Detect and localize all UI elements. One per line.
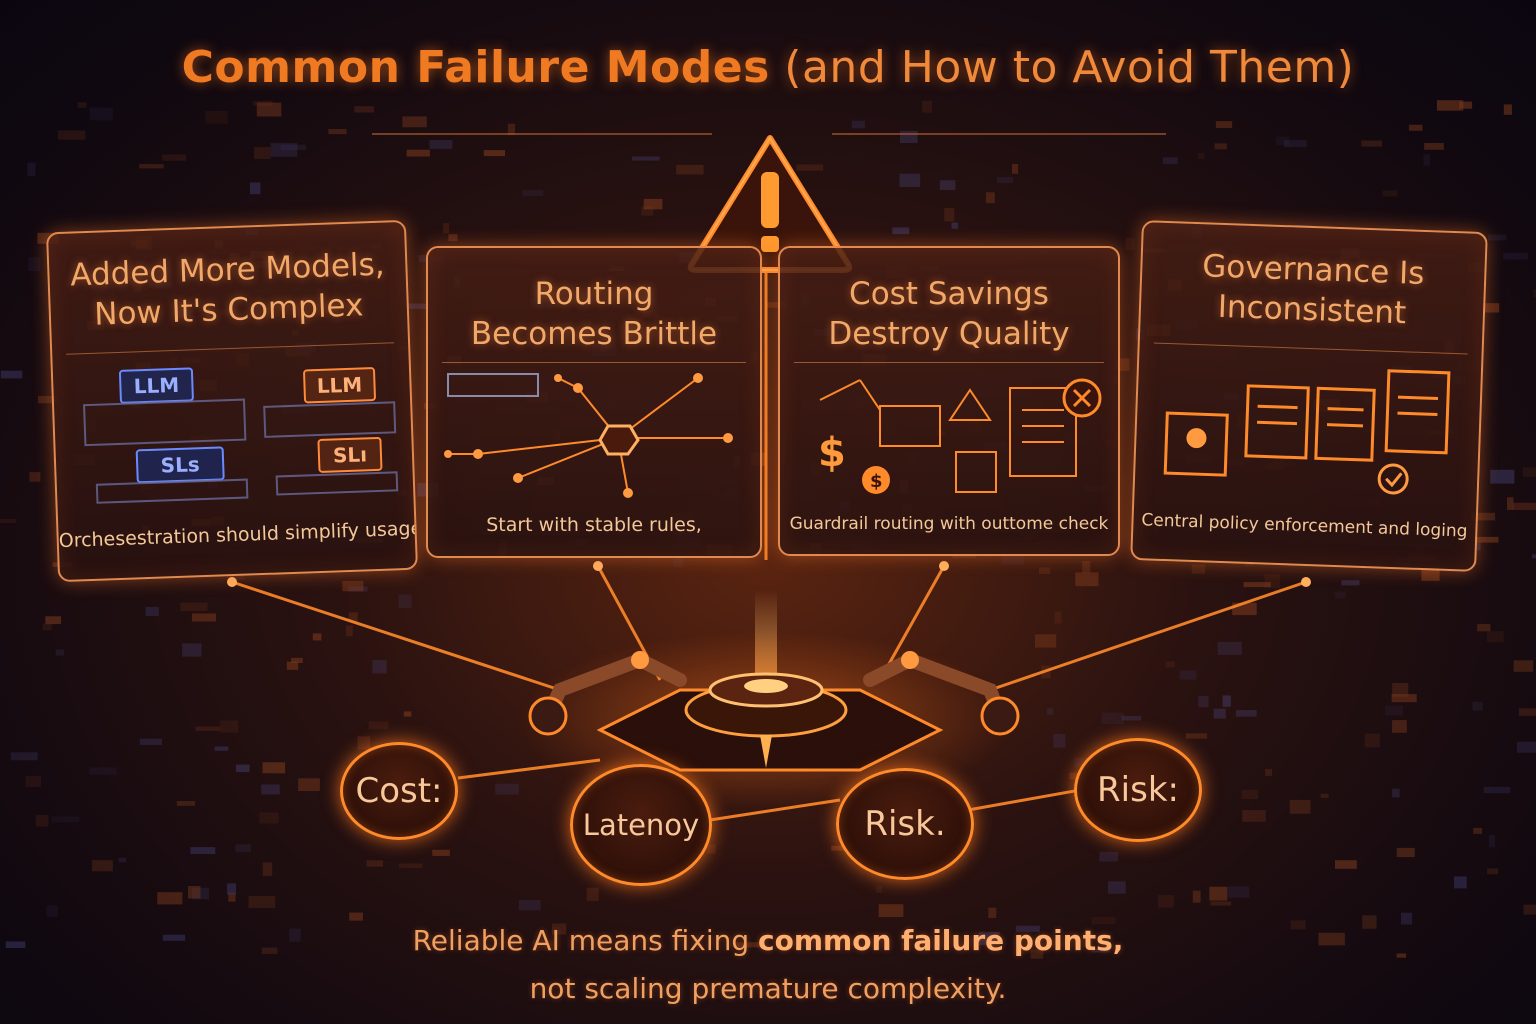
card-routing-footer: Start with stable rules, <box>486 514 702 536</box>
card-complexity: Added More Models, Now It's Complex LLM … <box>46 219 418 583</box>
title-main: Common Failure Modes <box>181 42 770 93</box>
card-cost-quality: Cost Savings Destroy Quality $ $ Guardra… <box>778 246 1120 556</box>
bottom-line-2: not scaling premature complexity. <box>529 972 1007 1005</box>
bubble-cost: Cost: <box>340 742 458 840</box>
server-stack-icon <box>83 398 399 504</box>
card-cost-quality-title: Cost Savings Destroy Quality <box>828 276 1070 352</box>
bubble-risk-center: Risk. <box>836 768 974 880</box>
cost-quality-illustration: $ $ <box>818 378 1102 494</box>
card-routing-title: Routing Becomes Brittle <box>470 276 718 352</box>
title-sub: (and How to Avoid Them) <box>784 42 1355 93</box>
bubble-latency-label: Latenoy <box>582 808 700 842</box>
card-complexity-title: Added More Models, Now It's Complex <box>69 246 386 333</box>
bubble-latency: Latenoy <box>570 764 712 886</box>
svg-text:$: $ <box>818 430 846 476</box>
card-governance: Governance Is Inconsistent Central polic… <box>1130 220 1488 572</box>
bubble-cost-label: Cost: <box>355 771 443 811</box>
page-title: Common Failure Modes (and How to Avoid T… <box>0 42 1536 93</box>
bottom-line-1-plain: Reliable AI means fixing <box>412 924 759 957</box>
card-complexity-footer: Orchesestration should simplify usage <box>58 517 418 553</box>
card-cost-quality-footer: Guardrail routing with outtome check <box>789 514 1109 534</box>
bubble-risk-right-label: Risk: <box>1097 770 1179 810</box>
policy-documents-illustration <box>1163 369 1451 495</box>
check-icon <box>1377 463 1409 495</box>
card-governance-footer: Central policy enforcement and loging <box>1141 510 1468 542</box>
user-icon <box>1186 428 1207 449</box>
network-graph-icon <box>444 373 733 498</box>
bottom-line-1: Reliable AI means fixing common failure … <box>0 924 1536 957</box>
model-stack-illustration: LLM LLM SLs SLı <box>63 354 404 506</box>
bubble-risk-right: Risk: <box>1074 738 1202 842</box>
card-routing: Routing Becomes Brittle Start with stabl… <box>426 246 762 558</box>
card-governance-title: Governance Is Inconsistent <box>1201 248 1426 332</box>
bubble-risk-center-label: Risk. <box>864 804 946 844</box>
bottom-line-1-bold: common failure points, <box>758 924 1124 957</box>
svg-text:$: $ <box>870 471 883 492</box>
